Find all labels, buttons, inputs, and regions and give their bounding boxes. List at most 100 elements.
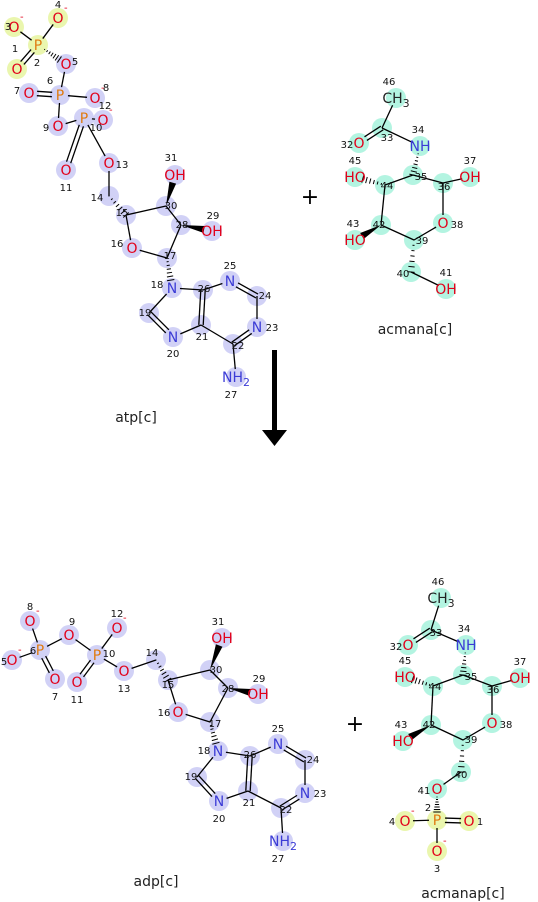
atom-highlight-8 bbox=[20, 611, 40, 631]
bond-C22-N27 bbox=[232, 343, 236, 370]
bond-P2-O1 bbox=[20, 49, 35, 65]
atom-number-19: 19 bbox=[139, 308, 152, 319]
atom-number-15: 15 bbox=[116, 208, 129, 219]
atom-number-34: 34 bbox=[412, 125, 425, 136]
atom-number-37: 37 bbox=[514, 657, 527, 668]
bond-O38-C39 bbox=[413, 226, 437, 241]
atom-p2-label: P bbox=[34, 38, 42, 54]
atom-o41-label: OH bbox=[435, 282, 457, 298]
atom-number-3: 3 bbox=[5, 22, 11, 33]
atom-o13-label: O bbox=[103, 156, 114, 172]
highlight-layer bbox=[345, 88, 480, 299]
atom-highlight-45 bbox=[395, 667, 415, 687]
atom-n18-label: N bbox=[213, 744, 223, 760]
atom-number-34: 34 bbox=[458, 624, 471, 635]
atom-number-12: 12 bbox=[99, 101, 112, 112]
plus-sign-bottom: + bbox=[346, 712, 364, 737]
atom-number-18: 18 bbox=[151, 280, 164, 291]
atom-highlight-41 bbox=[436, 279, 456, 299]
atom-number-37: 37 bbox=[464, 156, 477, 167]
bond-P6-O7 bbox=[41, 655, 54, 674]
bond-P6-O8 bbox=[67, 95, 88, 98]
bond-C28-C30 bbox=[209, 669, 229, 689]
atom-number-4: 4 bbox=[55, 0, 61, 11]
atom-highlight-9 bbox=[48, 116, 68, 136]
atom-number-32: 32 bbox=[341, 140, 354, 151]
bond-P10-O11 bbox=[65, 124, 85, 164]
atom-number-45: 45 bbox=[399, 656, 412, 667]
bond-C30-O31 bbox=[166, 181, 177, 206]
bond-P2-O5 bbox=[43, 48, 62, 63]
bond-C35-C36 bbox=[462, 674, 493, 687]
atom-number-43: 43 bbox=[395, 720, 408, 731]
atom-highlight-11 bbox=[56, 160, 76, 180]
atom-number-28: 28 bbox=[176, 220, 189, 231]
bond-C28-C30 bbox=[165, 205, 182, 226]
atom-highlight-1 bbox=[459, 811, 479, 831]
bond-C40-O41 bbox=[410, 271, 440, 287]
atom-o16-label: O bbox=[126, 241, 137, 257]
atom-number-13: 13 bbox=[116, 160, 129, 171]
bond-C42-C44 bbox=[430, 685, 434, 726]
atom-number-38: 38 bbox=[500, 720, 513, 731]
atom-highlight-43 bbox=[345, 230, 365, 250]
atom-highlight-46 bbox=[431, 588, 451, 608]
caption-atp: atp[c] bbox=[115, 410, 157, 426]
bond-C44-C35 bbox=[432, 674, 464, 687]
atom-o11-label: O bbox=[71, 675, 82, 691]
bond-C17-C28 bbox=[166, 224, 182, 259]
atom-o3-label: O bbox=[431, 844, 442, 860]
bond-C14-C15 bbox=[155, 659, 172, 683]
bond-O41-P2 bbox=[433, 796, 441, 813]
atom-highlight-18 bbox=[162, 278, 182, 298]
bond-C33-O32 bbox=[364, 125, 384, 142]
atom-highlight-6 bbox=[50, 85, 70, 105]
bond-C26-N25 bbox=[249, 746, 271, 757]
atom-number-44: 44 bbox=[429, 682, 442, 693]
atom-p2-label: P bbox=[433, 813, 441, 829]
atom-number-39: 39 bbox=[465, 735, 478, 746]
atom-n23-label: N bbox=[252, 320, 262, 336]
bond-C22-C21 bbox=[247, 790, 282, 809]
atom-o7-label: O bbox=[49, 672, 60, 688]
bond-C21-C26 bbox=[245, 755, 253, 792]
atom-highlight-29 bbox=[202, 221, 222, 241]
atom-number-45: 45 bbox=[349, 156, 362, 167]
atom-number-17: 17 bbox=[164, 251, 177, 262]
atom-number-30: 30 bbox=[165, 201, 178, 212]
atom-o12-label: O bbox=[111, 621, 122, 637]
atom-number-19: 19 bbox=[185, 772, 198, 783]
atom-n25-label: N bbox=[273, 737, 283, 753]
atom-highlight-45 bbox=[345, 167, 365, 187]
atom-highlight-43 bbox=[393, 731, 413, 751]
atom-highlight-1 bbox=[7, 59, 27, 79]
atom-number-20: 20 bbox=[213, 814, 226, 825]
bond-N25-C24 bbox=[235, 282, 259, 299]
atom-highlight-10 bbox=[74, 108, 94, 128]
atom-highlight-32 bbox=[398, 635, 418, 655]
bond-N34-C35 bbox=[459, 652, 467, 676]
atom-number-22: 22 bbox=[232, 341, 245, 352]
atom-o12-charge: - bbox=[123, 613, 127, 624]
bond-O16-C17 bbox=[139, 249, 168, 259]
bond-C33-O32 bbox=[413, 627, 433, 644]
atom-number-2: 2 bbox=[34, 58, 40, 69]
atom-highlight-27 bbox=[273, 831, 293, 851]
atom-highlight-12 bbox=[107, 618, 127, 638]
atom-number-39: 39 bbox=[416, 236, 429, 247]
atom-highlight-5 bbox=[56, 54, 76, 74]
atom-highlight-23 bbox=[247, 317, 267, 337]
atom-number-9: 9 bbox=[69, 617, 75, 628]
atom-highlight-12 bbox=[93, 110, 113, 130]
bond-N20-C21 bbox=[180, 324, 202, 335]
atom-o29-label: OH bbox=[247, 687, 269, 703]
atom-o9-label: O bbox=[52, 119, 63, 135]
atom-o4-label: O bbox=[52, 11, 63, 27]
atom-highlight-4 bbox=[48, 8, 68, 28]
atom-o32-label: O bbox=[402, 638, 413, 654]
atom-p6-label: P bbox=[56, 88, 64, 104]
atom-o5-label: O bbox=[6, 653, 17, 669]
atom-o37-label: OH bbox=[509, 671, 531, 687]
atom-p6-label: P bbox=[36, 643, 44, 659]
atom-o1-label: O bbox=[11, 62, 22, 78]
